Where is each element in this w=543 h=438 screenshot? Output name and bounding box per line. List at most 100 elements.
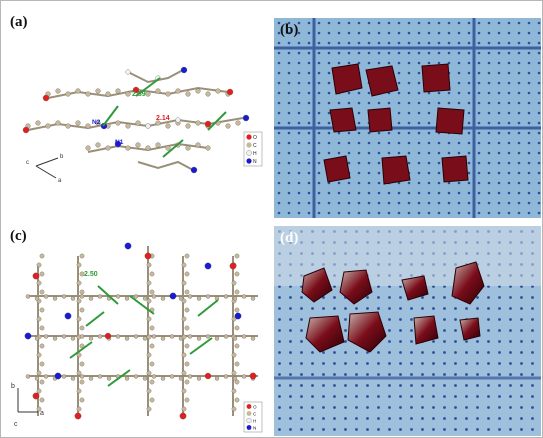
- atom-sphere: [155, 88, 161, 94]
- atom-sphere: [79, 397, 85, 403]
- atom-sphere: [196, 296, 202, 301]
- atom-sphere: [181, 352, 187, 358]
- atom-sphere: [97, 294, 103, 299]
- atom-sphere: [242, 114, 250, 122]
- atom-sphere: [39, 325, 45, 331]
- atom-sphere: [115, 88, 121, 94]
- distance-label-a1: 2.89: [132, 91, 146, 98]
- atom-sphere: [149, 325, 155, 331]
- distance-label-c1: 2.50: [84, 271, 98, 278]
- atom-sphere: [74, 412, 82, 420]
- atom-sphere: [204, 120, 212, 128]
- panel-a-legend: O C H N: [243, 131, 263, 167]
- atom-sphere: [114, 140, 122, 148]
- atom-sphere: [184, 379, 190, 385]
- atom-sphere: [196, 336, 202, 341]
- atom-sphere: [95, 88, 101, 94]
- atom-sphere: [179, 412, 187, 420]
- atom-sphere: [133, 374, 139, 379]
- atom-sphere: [124, 296, 130, 301]
- atom-sphere: [34, 296, 40, 301]
- axis-label-c-b: b: [11, 383, 15, 390]
- atom-sphere: [32, 272, 40, 280]
- atom-sphere: [204, 262, 212, 270]
- atom-sphere: [232, 336, 238, 341]
- atom-sphere: [215, 88, 221, 94]
- atom-sphere: [214, 336, 220, 341]
- atom-sphere: [79, 289, 85, 295]
- axis-label-a-c: c: [26, 160, 29, 166]
- atom-sphere: [231, 352, 237, 358]
- atom-sphere: [187, 374, 193, 379]
- atom-sphere: [85, 123, 91, 129]
- panel-c-legend: O C H N: [243, 401, 263, 433]
- legend-a-h: H: [253, 151, 257, 157]
- panel-c-molecule-diagram: 2.50 b a c O C H N: [11, 242, 263, 433]
- atom-sphere: [25, 294, 31, 299]
- atom-sphere: [235, 120, 241, 126]
- atom-sphere: [79, 334, 85, 339]
- atom-sphere: [160, 336, 166, 341]
- atom-sphere: [79, 271, 85, 277]
- atom-sphere: [146, 370, 152, 376]
- atom-sphere: [43, 374, 49, 379]
- atom-sphere: [39, 379, 45, 385]
- atom-sphere: [142, 376, 148, 381]
- atom-sphere: [115, 334, 121, 339]
- atom-sphere: [61, 374, 67, 379]
- atom-sphere: [55, 88, 61, 94]
- atom-sphere: [160, 296, 166, 301]
- atom-sphere: [205, 91, 211, 97]
- atom-sphere: [146, 280, 152, 286]
- atom-sphere: [181, 298, 187, 304]
- atom-sphere: [105, 145, 111, 151]
- atom-sphere: [76, 352, 82, 358]
- atom-sphere: [187, 334, 193, 339]
- panel-a-molecule-diagram: 2.89 2.14 N2 N1 c b a O C H N: [22, 66, 263, 184]
- atom-sphere: [165, 123, 171, 129]
- atom-sphere: [169, 374, 175, 379]
- atom-sphere: [146, 352, 152, 358]
- atom-sphere: [234, 325, 240, 331]
- atom-sphere: [234, 271, 240, 277]
- atom-sphere: [169, 334, 175, 339]
- atom-sphere: [184, 397, 190, 403]
- atom-sphere: [146, 298, 152, 304]
- atom-sphere: [34, 376, 40, 381]
- atom-sphere: [184, 307, 190, 313]
- atom-sphere: [79, 253, 85, 259]
- panel-a-crystal-structure: (a) 2.89 2.14 N2 N1 c b a: [8, 12, 270, 208]
- atom-sphere: [52, 336, 58, 341]
- legend-a-c: C: [253, 143, 257, 149]
- atom-sphere: [52, 296, 58, 301]
- atom-sphere: [70, 296, 76, 301]
- atom-sphere: [79, 374, 85, 379]
- atom-sphere: [124, 336, 130, 341]
- atom-sphere: [36, 316, 42, 322]
- atom-label-n1: N1: [115, 139, 124, 146]
- atom-sphere: [75, 120, 81, 126]
- atom-sphere: [234, 379, 240, 385]
- atom-sphere: [155, 142, 161, 148]
- atom-sphere: [184, 343, 190, 349]
- atom-sphere: [24, 332, 32, 340]
- atom-sphere: [39, 397, 45, 403]
- atom-sphere: [95, 120, 101, 126]
- atom-sphere: [184, 289, 190, 295]
- atom-sphere: [39, 361, 45, 367]
- atom-sphere: [125, 91, 131, 97]
- atom-sphere: [178, 376, 184, 381]
- atom-sphere: [234, 343, 240, 349]
- atom-sphere: [145, 91, 151, 97]
- atom-sphere: [76, 262, 82, 268]
- atom-sphere: [79, 325, 85, 331]
- atom-sphere: [151, 294, 157, 299]
- atom-sphere: [181, 316, 187, 322]
- atom-sphere: [36, 388, 42, 394]
- atom-sphere: [39, 271, 45, 277]
- atom-sphere: [149, 343, 155, 349]
- atom-sphere: [234, 307, 240, 313]
- atom-sphere: [225, 123, 231, 129]
- atom-sphere: [88, 336, 94, 341]
- atom-sphere: [175, 117, 181, 123]
